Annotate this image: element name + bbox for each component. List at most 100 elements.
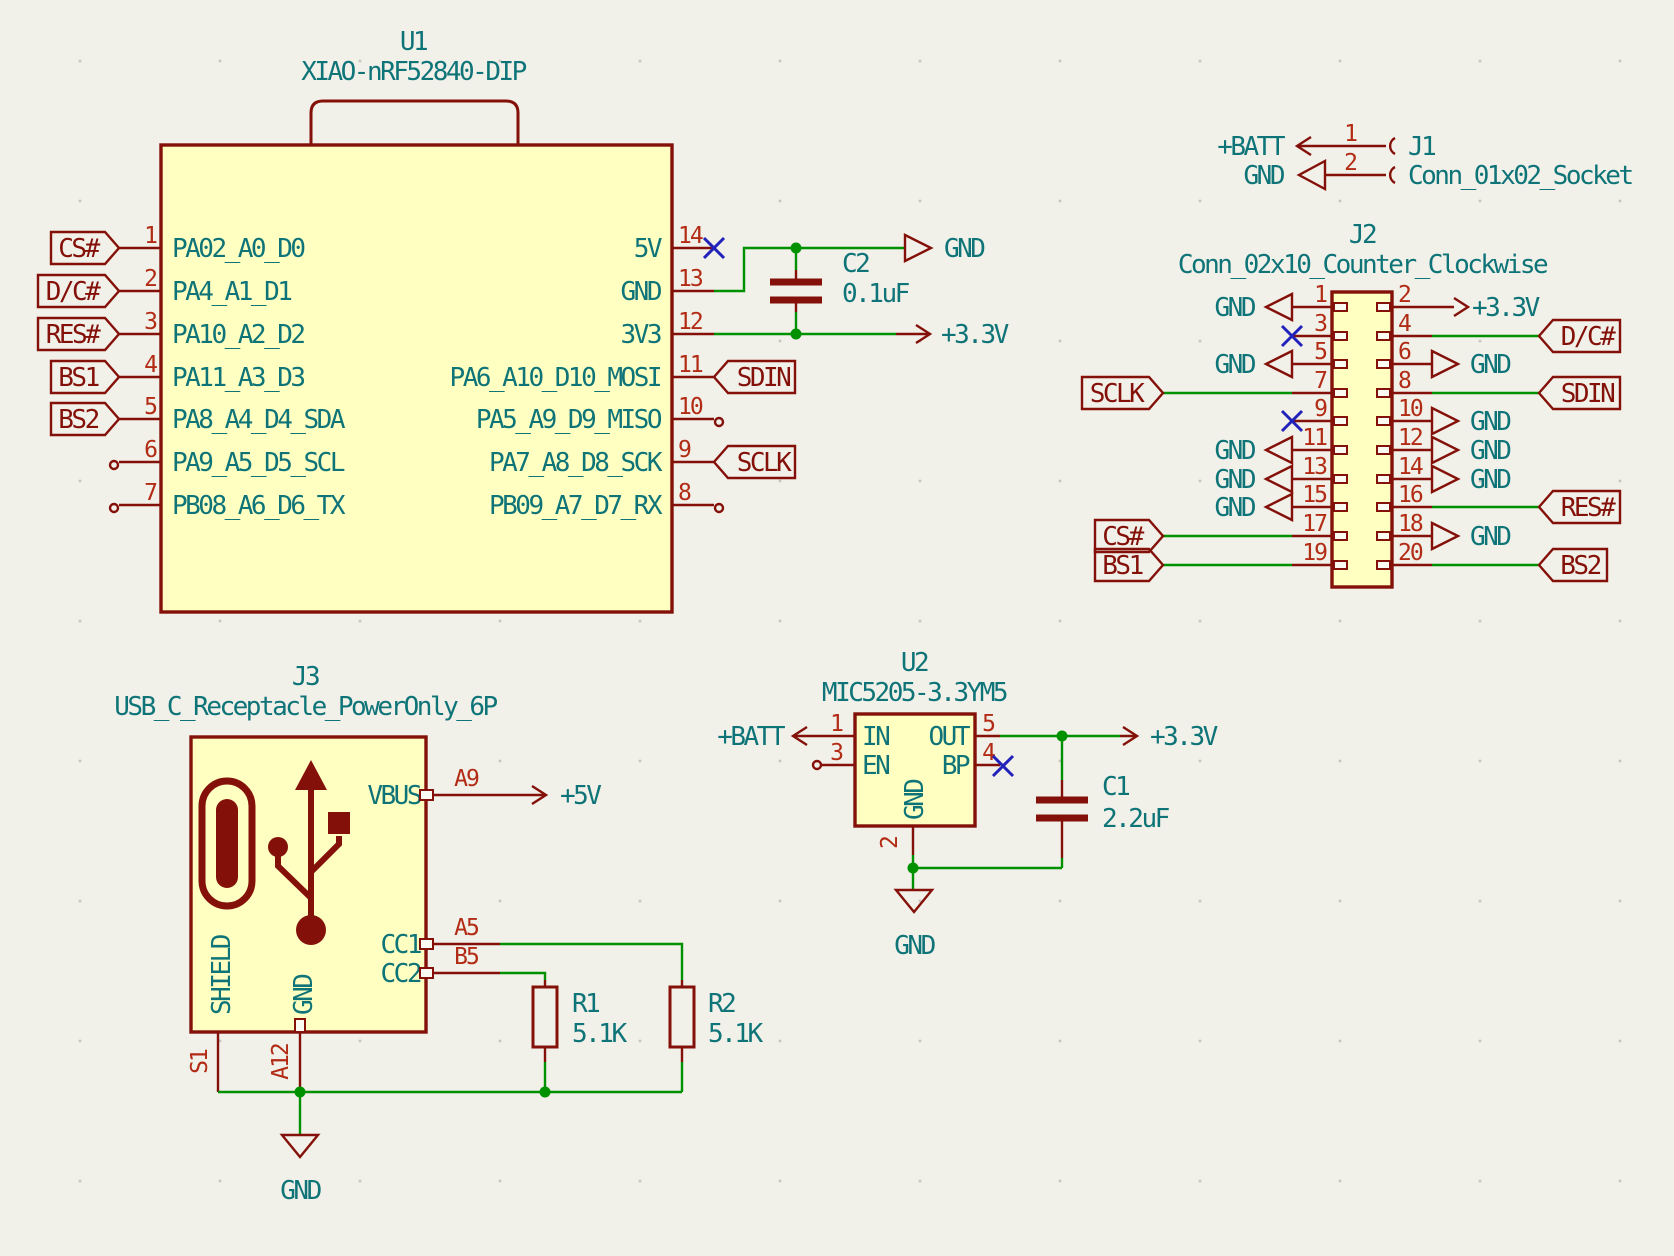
u1-pin14-number: 14 [678,223,703,249]
c1-value[interactable]: 2.2uF [1102,804,1172,834]
capacitor-c2[interactable]: C2 0.1uF [770,248,912,334]
power-flag-3v3-u2[interactable]: +3.3V [1120,722,1220,752]
svg-text:GND: GND [1215,436,1256,466]
svg-text:6: 6 [1398,339,1411,365]
global-label-sclk-j2[interactable]: SCLK [1080,375,1292,411]
power-flag-gnd-j2-p10[interactable]: GND [1430,406,1514,437]
global-label-bs2[interactable]: BS2 [49,401,121,437]
component-u1[interactable]: U1 XIAO-nRF52840-DIP 1 2 3 4 5 6 7 PA02_… [108,27,725,614]
global-label-bs1-j2[interactable]: BS1 [1093,547,1292,583]
power-flag-gnd-j2-p11[interactable]: GND [1215,435,1294,466]
svg-text:5: 5 [1314,339,1326,365]
no-connect-x-u2-bp[interactable] [991,754,1015,778]
u2-ref[interactable]: U2 [901,648,931,678]
power-flag-gnd-j2-p15[interactable]: GND [1215,492,1294,523]
u1-pin2-number: 2 [144,266,156,292]
j1-value[interactable]: Conn_01x02_Socket [1408,161,1635,191]
global-label-res-j2[interactable]: RES# [1432,489,1622,525]
component-u2[interactable]: U2 MIC5205-3.3YM5 1 3 5 4 2 IN EN OUT BP… [793,648,1009,855]
power-flag-gnd-j2-p13[interactable]: GND [1215,464,1294,495]
j1-ref[interactable]: J1 [1408,132,1438,162]
power-flag-gnd-j1[interactable]: GND [1244,158,1327,192]
u2-value[interactable]: MIC5205-3.3YM5 [822,678,1009,708]
c2-value[interactable]: 0.1uF [842,279,912,309]
u1-ref[interactable]: U1 [400,27,430,57]
power-flag-gnd-j2-p6[interactable]: GND [1430,349,1514,380]
global-label-sdin-u1[interactable]: SDIN [712,359,797,395]
u2-pin1-number: 1 [830,711,843,737]
no-connect-x-j2-p9[interactable] [1280,409,1304,433]
svg-text:14: 14 [1398,454,1423,480]
junction-dot [907,862,919,874]
u1-pin7-name: PB08_A6_D6_TX [172,491,346,521]
u1-pin12-number: 12 [678,309,702,335]
power-flag-batt-u2[interactable]: +BATT [717,722,808,752]
c2-ref[interactable]: C2 [842,249,872,279]
u1-pin4-name: PA11_A3_D3 [172,363,304,393]
j2-ref[interactable]: J2 [1349,220,1379,250]
svg-text:GND: GND [1470,522,1511,552]
power-flag-gnd-top[interactable]: GND [903,233,988,264]
junction-dot [294,1086,306,1098]
power-flag-batt-u2-text: +BATT [717,722,786,752]
power-flag-gnd-j2-p18[interactable]: GND [1430,521,1514,552]
u2-pin2-number: 2 [877,837,903,849]
power-flag-gnd-j2-p14[interactable]: GND [1430,464,1514,495]
r2-value[interactable]: 5.1K [708,1019,766,1049]
power-flag-5v[interactable]: +5V [500,781,604,811]
global-label-cs[interactable]: CS# [49,230,121,266]
svg-text:BS2: BS2 [1560,551,1600,581]
u1-pin8-open-circle [713,502,725,514]
resistor-r1[interactable]: R1 5.1K [531,980,630,1062]
resistor-r2[interactable]: R2 5.1K [668,980,766,1062]
net-cc2-wire[interactable] [500,971,547,980]
power-flag-gnd-j2-p5[interactable]: GND [1215,349,1294,380]
u1-pin9-number: 9 [678,437,691,463]
u1-pin3-name: PA10_A2_D2 [172,320,304,350]
u1-value[interactable]: XIAO-nRF52840-DIP [301,57,529,87]
power-flag-gnd-j2-p12[interactable]: GND [1430,435,1514,466]
no-connect-x-j2-p3[interactable] [1280,324,1304,348]
r1-ref[interactable]: R1 [572,989,602,1019]
power-flag-gnd-j3[interactable]: GND [279,1133,324,1206]
power-flag-3v3-j2[interactable]: +3.3V [1432,293,1542,323]
global-label-dc[interactable]: D/C# [36,273,121,309]
u2-in-name: IN [862,722,889,752]
component-j1[interactable]: J1 Conn_01x02_Socket 1 2 [1297,121,1635,191]
j3-value[interactable]: USB_C_Receptacle_PowerOnly_6P [114,692,500,722]
global-label-dc-j2[interactable]: D/C# [1432,318,1622,354]
r2-ref[interactable]: R2 [708,989,738,1019]
c1-ref[interactable]: C1 [1102,772,1132,802]
no-connect-x-u1-pin14[interactable] [702,236,726,260]
global-label-res[interactable]: RES# [36,316,121,352]
component-j2[interactable]: J2 Conn_02x10_Counter_Clockwise [1178,220,1551,589]
j2-value[interactable]: Conn_02x10_Counter_Clockwise [1178,250,1551,280]
net-u1-gnd-wire[interactable] [714,246,905,293]
u2-body[interactable] [853,712,977,828]
power-flag-gnd-j1-text: GND [1244,161,1285,191]
svg-text:11: 11 [1302,425,1327,451]
u1-body[interactable] [159,143,674,614]
j3-ref[interactable]: J3 [292,662,322,692]
j1-pin1-number: 1 [1344,121,1357,147]
r1-value[interactable]: 5.1K [572,1019,630,1049]
global-label-sdin-j2[interactable]: SDIN [1432,375,1622,411]
u1-pin10-name: PA5_A9_D9_MISO [476,405,662,435]
power-flag-batt-j1[interactable]: +BATT [1217,132,1312,162]
power-flag-gnd-j2-p1[interactable]: GND [1215,292,1294,323]
component-j3[interactable]: J3 USB_C_Receptacle_PowerOnly_6P VBUS CC… [114,662,500,1092]
capacitor-c1[interactable]: C1 2.2uF [1036,736,1172,868]
power-flag-3v3-u1[interactable]: +3.3V [896,320,1011,350]
global-label-sclk-u1[interactable]: SCLK [712,444,797,480]
svg-text:4: 4 [1398,311,1411,337]
net-u2-gnd-wire[interactable] [911,855,1062,890]
u1-pin13-name: GND [621,277,662,307]
global-label-bs1[interactable]: BS1 [49,359,121,395]
global-label-cs-j2[interactable]: CS# [1093,518,1292,554]
svg-text:17: 17 [1302,511,1327,537]
u1-pin11-name: PA6_A10_D10_MOSI [450,363,661,393]
power-flag-gnd-u2[interactable]: GND [893,888,938,961]
global-label-bs2-j2[interactable]: BS2 [1432,547,1609,583]
net-cc1-wire[interactable] [500,942,684,980]
